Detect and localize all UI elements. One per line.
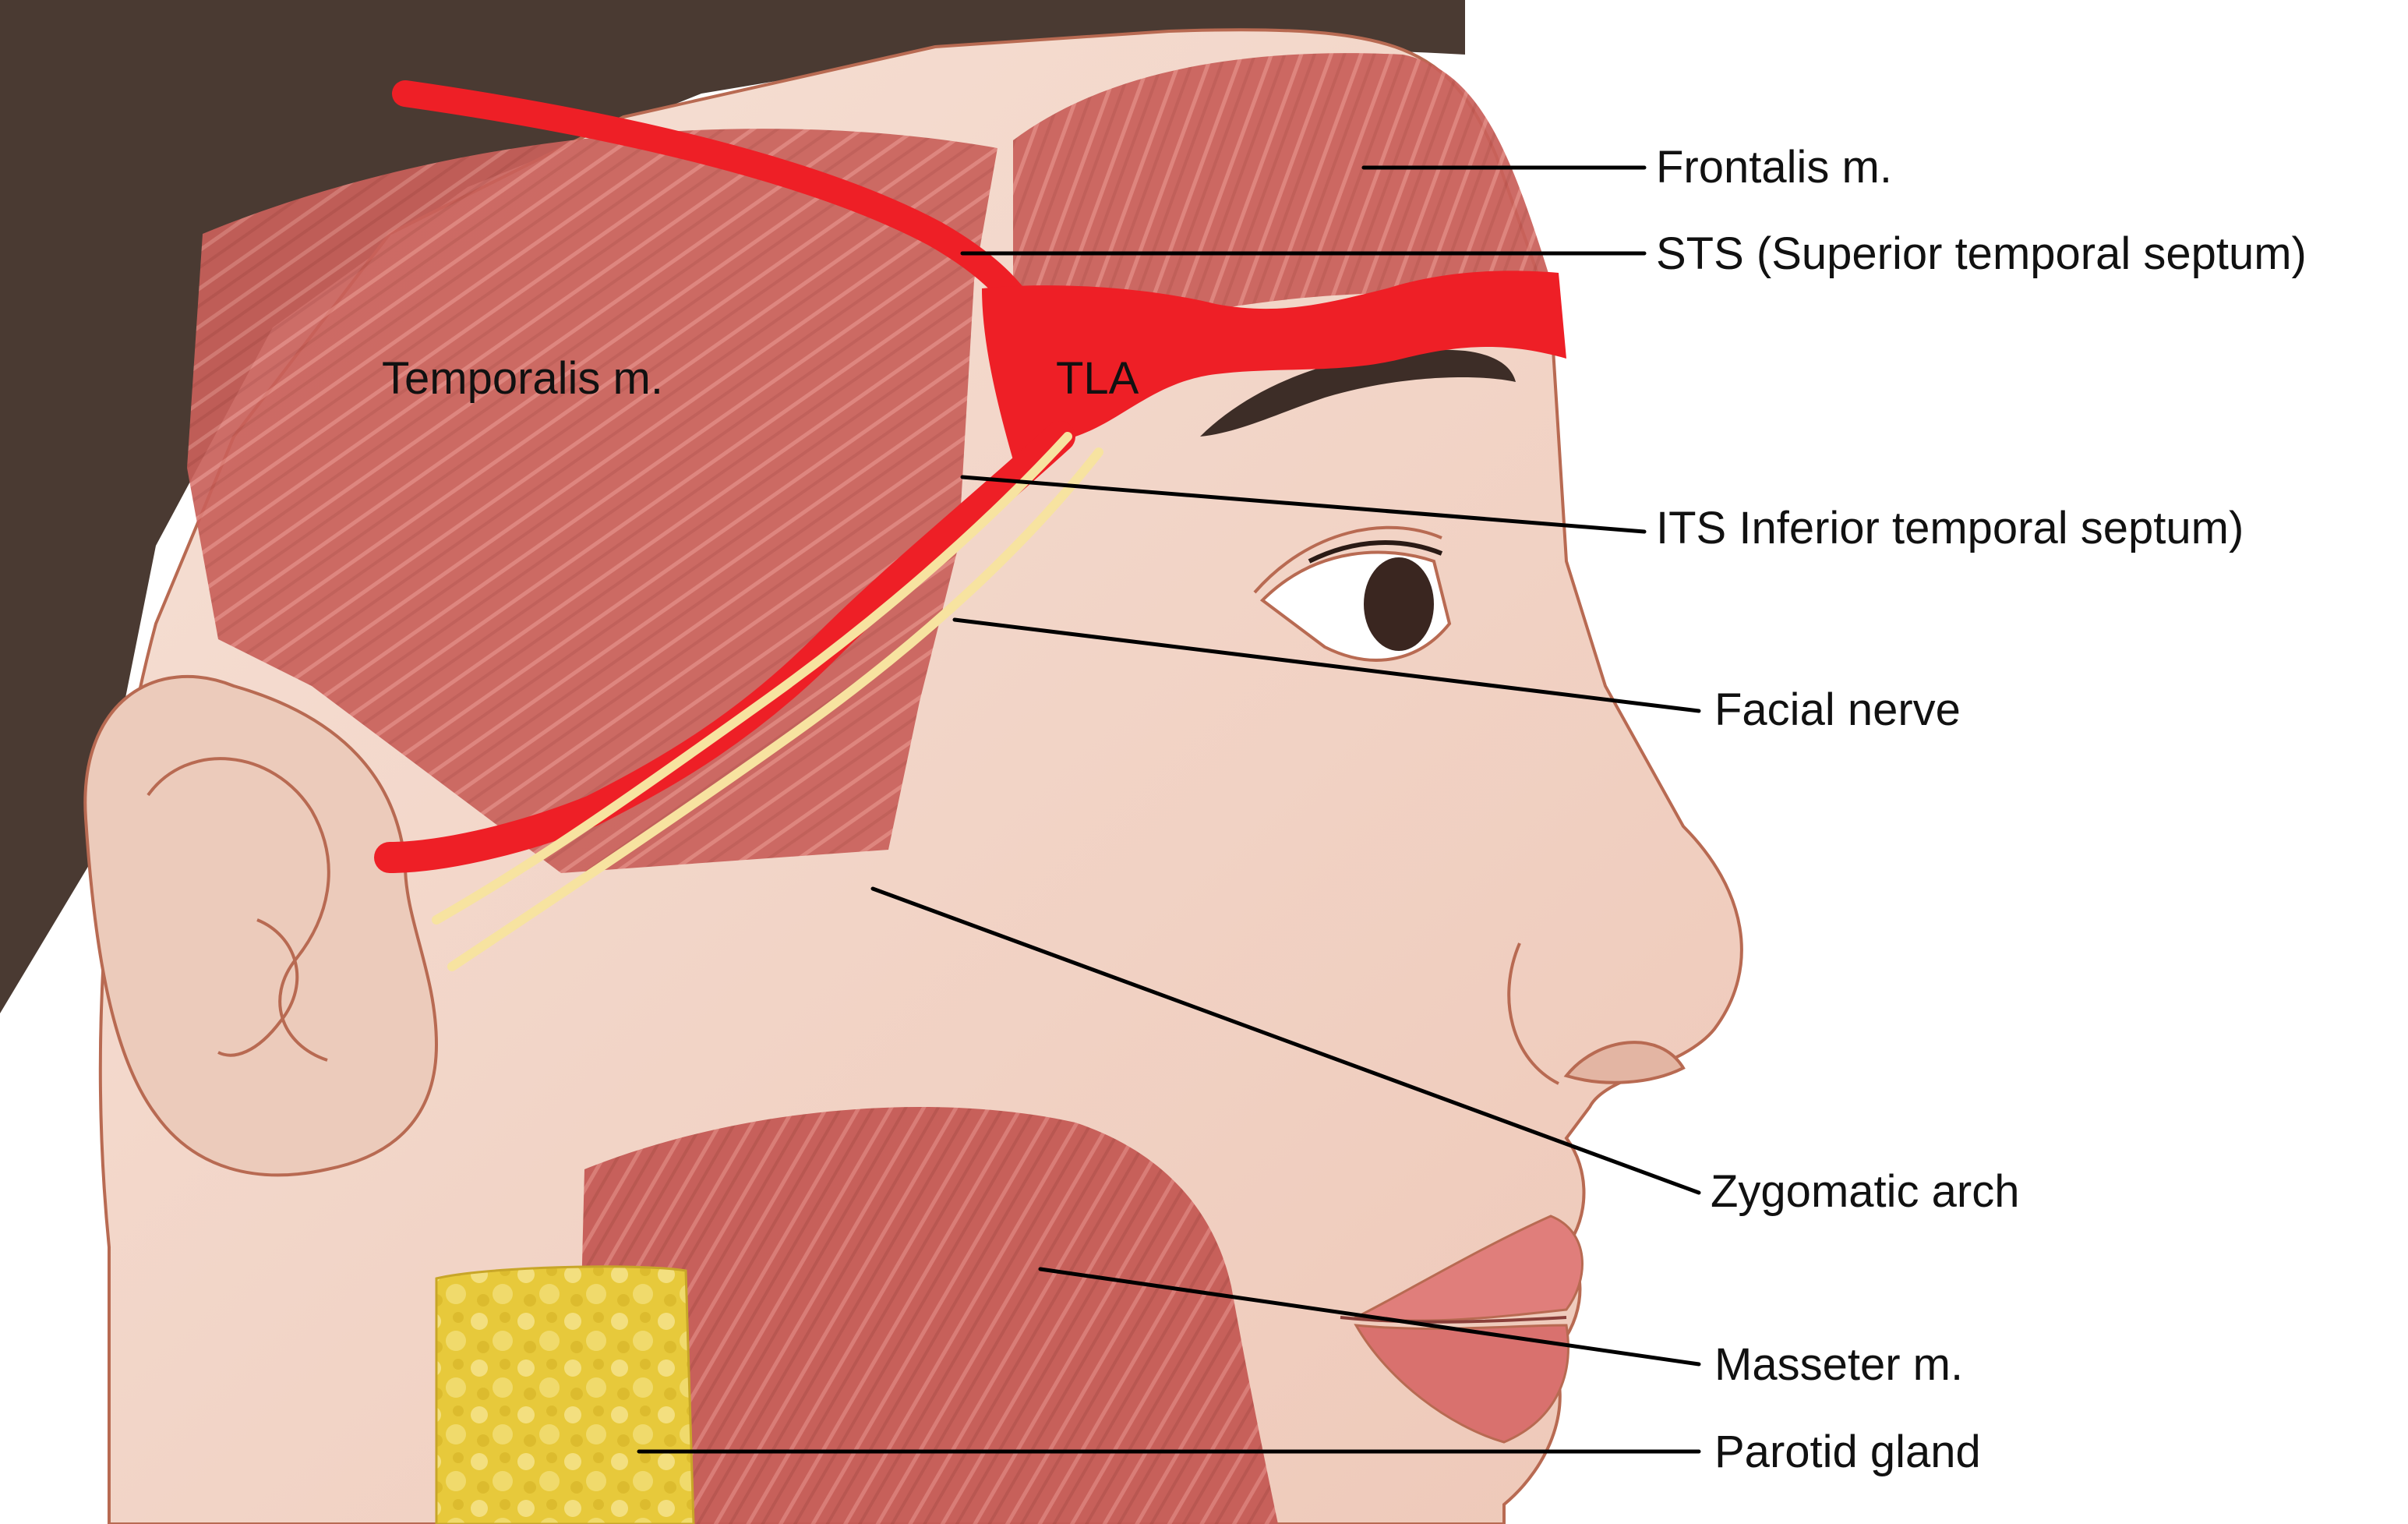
- masseter-muscle-label: Masseter m.: [1714, 1339, 1963, 1390]
- parotid-gland-label: Parotid gland: [1714, 1427, 1981, 1477]
- nose-ala: [1507, 942, 1559, 1085]
- facial-nerve-branch-upper: [432, 432, 1072, 925]
- upper-lip: [1351, 1215, 1584, 1322]
- frontalis-muscle-label: Frontalis m.: [1656, 142, 1892, 193]
- zygomatic-arch-label: Zygomatic arch: [1711, 1166, 2019, 1217]
- nostril: [1563, 1041, 1686, 1084]
- facial-nerve-label: Facial nerve: [1714, 684, 1961, 735]
- leader-masseter: [1038, 1267, 1701, 1367]
- leader-its: [960, 475, 1647, 534]
- frontalis-muscle: [1013, 53, 1551, 335]
- tla-label: TLA: [1056, 353, 1139, 404]
- ear-lobe-fold: [217, 918, 299, 1057]
- temporal-ligamentous-adhesion: [982, 271, 1566, 460]
- leader-facial-nerve: [952, 617, 1701, 713]
- sts-label: STS (Superior temporal septum): [1656, 228, 2307, 279]
- eyebrow: [1200, 349, 1516, 437]
- leader-zygomatic-arch: [870, 886, 1701, 1195]
- temporalis-label: Temporalis m.: [382, 353, 663, 404]
- superior-temporal-septum: [392, 80, 1050, 348]
- parotid-gland: [435, 1265, 695, 1524]
- masseter-muscle: [581, 1107, 1278, 1524]
- its-label: ITS Inferior temporal septum): [1656, 503, 2244, 553]
- eyelid-crease: [1253, 525, 1442, 594]
- ear-inner-fold: [147, 757, 330, 1062]
- mouth-line: [1340, 1316, 1567, 1324]
- eye-lashes: [1308, 540, 1443, 564]
- eye-iris: [1364, 557, 1434, 651]
- facial-nerve-branch-lower: [447, 447, 1103, 971]
